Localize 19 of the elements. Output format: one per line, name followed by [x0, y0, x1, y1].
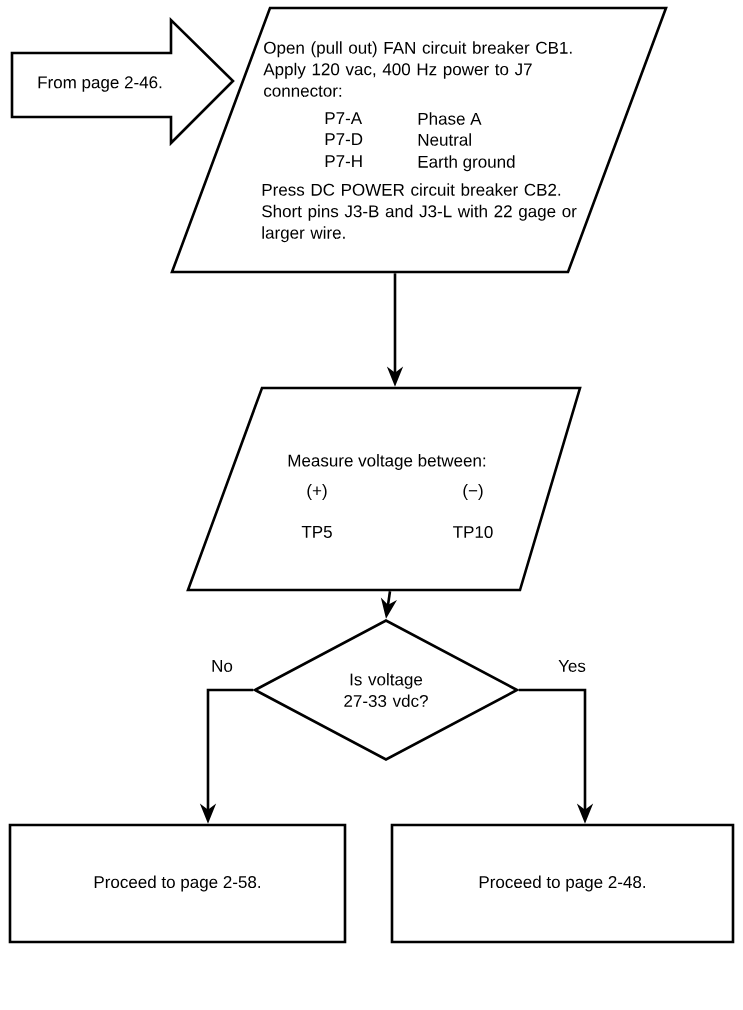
table-cell: Phase A	[418, 112, 482, 125]
measurement-text: TP5	[301, 526, 332, 538]
process-box: Proceed to page 2-58.	[8, 823, 347, 944]
table-cell: P7-D	[325, 133, 363, 145]
table-cell: P7-A	[325, 112, 363, 124]
measurement-text: Measure voltage between:	[288, 454, 486, 470]
measurement-text: TP10	[453, 526, 493, 539]
process-box: Proceed to page 2-48.	[390, 823, 735, 944]
instruction-text: Open (pull out) FAN circuit breaker CB1. Apply 120 vac, 400 Hz power to J7 connector:	[263, 41, 572, 97]
edge-label: No	[210, 659, 234, 673]
measurement-text: (−)	[463, 484, 483, 500]
measurement-text: (+)	[307, 484, 327, 500]
parallelogram-box	[170, 6, 668, 274]
parallelogram-box	[186, 386, 582, 592]
edge-label: Yes	[557, 659, 587, 673]
table-cell: Neutral	[418, 133, 471, 146]
table-cell: Earth ground	[418, 155, 515, 172]
table-cell: P7-H	[325, 155, 362, 167]
instruction-text: Press DC POWER circuit breaker CB2. Short pins J3-B and J3-L with 22 gage or larger wire.	[262, 183, 577, 243]
